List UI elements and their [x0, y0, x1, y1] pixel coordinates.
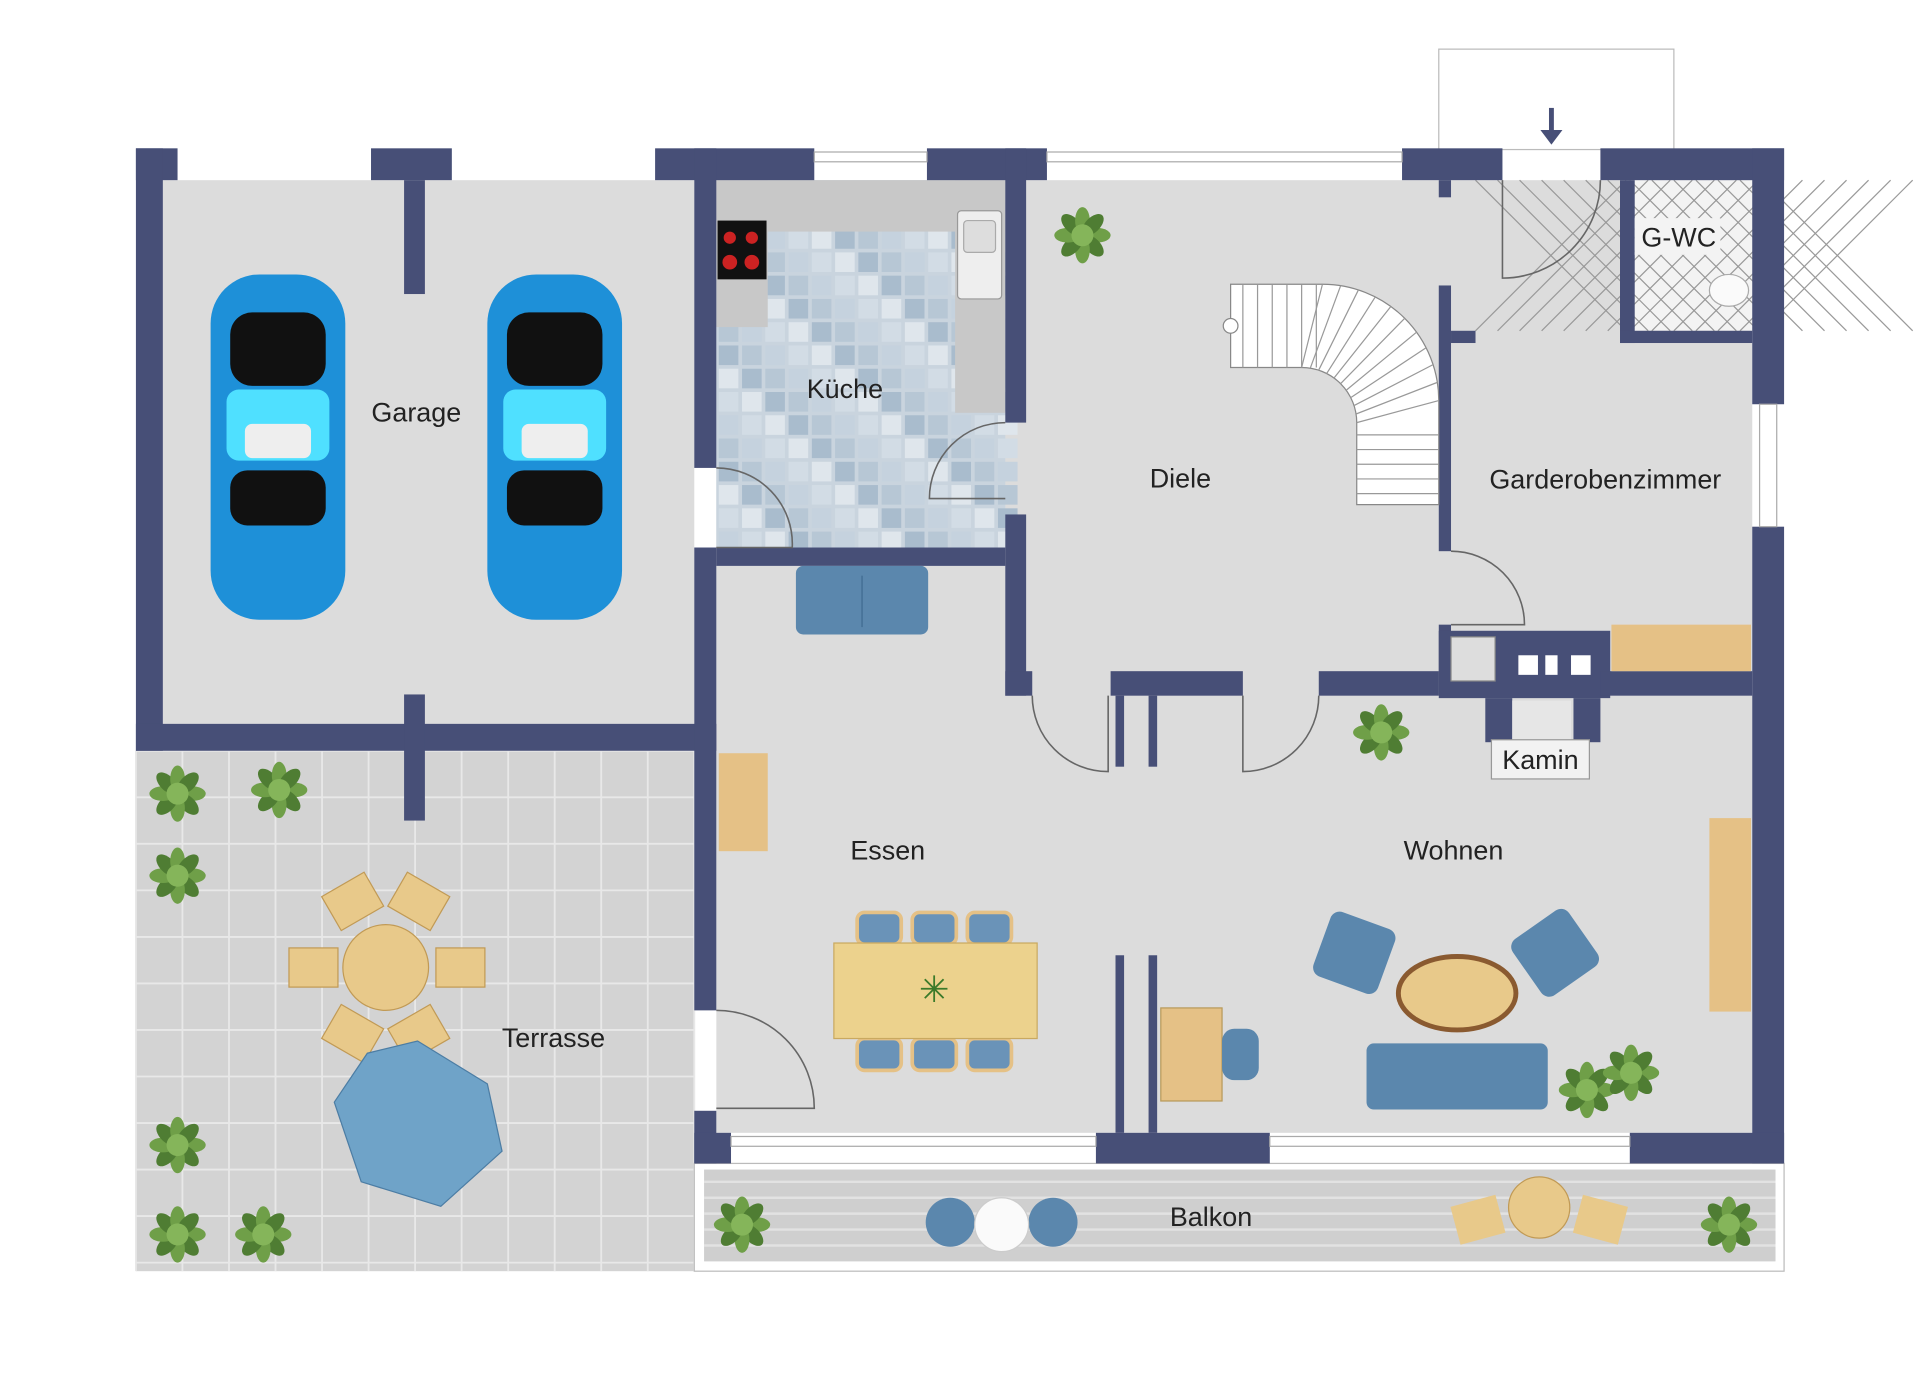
staircase [1222, 283, 1440, 506]
tv-cabinet [1709, 818, 1752, 1012]
plant-icon [149, 1206, 206, 1263]
room-label-wohnen: Wohnen [1404, 836, 1504, 866]
windows [730, 151, 1778, 1147]
plant-icon [149, 765, 206, 822]
car-right [487, 274, 623, 620]
room-label-gwc: G-WC [1641, 222, 1716, 252]
shaft-icon [1450, 636, 1496, 682]
wardrobe-cabinet [1611, 624, 1752, 672]
gwc-floor [1475, 179, 1914, 332]
dining-table: ✳ [833, 910, 1038, 1073]
room-label-garage: Garage [371, 397, 461, 427]
walls [135, 148, 1785, 1164]
toilet-icon [1708, 273, 1750, 307]
terrace-table-set [288, 871, 486, 1064]
plant-icon [713, 1196, 771, 1253]
door-swings [716, 180, 1602, 1110]
room-label-garderobenzimmer: Garderobenzimmer [1489, 465, 1721, 495]
svg-text:✳: ✳ [919, 969, 950, 1010]
living-room-set [1313, 908, 1600, 1110]
plants [149, 207, 1758, 1263]
room-label-kueche: Küche [807, 374, 883, 404]
sideboard [718, 753, 768, 852]
plant-icon [149, 847, 206, 904]
balcony-furniture [925, 1176, 1628, 1253]
kitchen-tiles [716, 180, 1018, 552]
fireplace [1512, 700, 1572, 745]
room-label-diele: Diele [1150, 464, 1211, 494]
room-label-terrasse: Terrasse [502, 1023, 605, 1053]
plant-icon [1602, 1044, 1660, 1101]
plant-icon [1054, 207, 1111, 264]
desk [1160, 1007, 1259, 1102]
plant-icon [251, 761, 308, 819]
sink-icon [956, 210, 1003, 300]
entrance-arrow-icon [1540, 107, 1563, 145]
plant-icon [1353, 704, 1410, 761]
room-label-essen: Essen [850, 836, 925, 866]
plant-icon [1700, 1196, 1758, 1253]
plant-icon [149, 1116, 206, 1174]
plant-icon [1558, 1061, 1616, 1119]
plant-icon [235, 1206, 292, 1263]
car-left [210, 274, 346, 620]
room-label-kamin: Kamin [1502, 745, 1578, 775]
sofa-small [795, 565, 929, 635]
parasol [333, 1040, 503, 1207]
stove-icon [717, 220, 767, 280]
room-label-balkon: Balkon [1170, 1202, 1252, 1232]
